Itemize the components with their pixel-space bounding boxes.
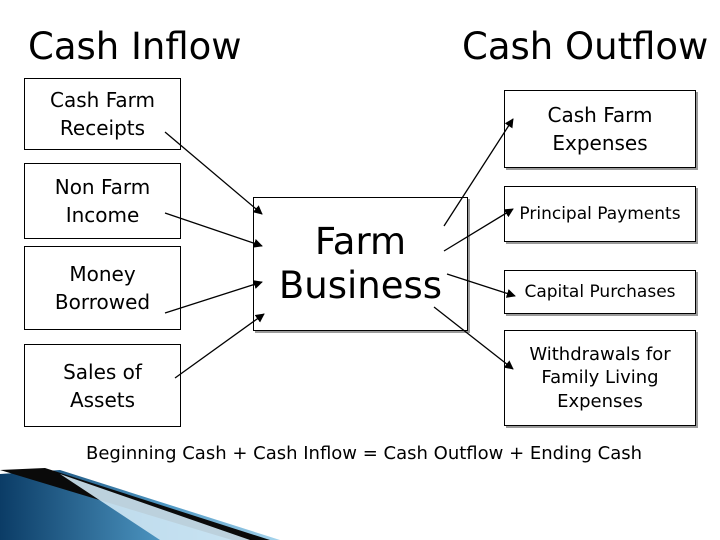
arrow-income-to-business <box>164 212 263 248</box>
principal-payments-box: Principal Payments <box>504 186 696 242</box>
cash-farm-receipts-label: Cash Farm Receipts <box>50 88 155 140</box>
non-farm-income-box: Non Farm Income <box>24 163 181 239</box>
arrow-business-to-principal <box>443 208 514 252</box>
arrow-business-to-expenses <box>443 118 514 227</box>
cash-outflow-heading: Cash Outflow <box>462 25 709 68</box>
arrow-borrowed-to-business <box>164 280 263 314</box>
sales-of-assets-box: Sales of Assets <box>24 344 181 427</box>
cash-farm-expenses-label: Cash Farm Expenses <box>547 103 653 155</box>
cash-farm-receipts-box: Cash Farm Receipts <box>24 78 181 150</box>
arrow-assets-to-business <box>174 313 265 379</box>
farm-business-box: Farm Business <box>253 197 468 331</box>
non-farm-income-label: Non Farm Income <box>54 175 151 227</box>
cash-flow-equation: Beginning Cash + Cash Inflow = Cash Outf… <box>86 443 643 464</box>
arrow-business-to-capital <box>446 273 516 298</box>
cash-farm-expenses-box: Cash Farm Expenses <box>504 90 696 168</box>
capital-purchases-label: Capital Purchases <box>524 281 676 302</box>
cash-inflow-heading: Cash Inflow <box>28 25 242 68</box>
principal-payments-label: Principal Payments <box>519 203 681 224</box>
arrow-receipts-to-business <box>164 131 263 215</box>
withdrawals-box: Withdrawals for Family Living Expenses <box>504 330 696 426</box>
money-borrowed-label: Money Borrowed <box>54 262 151 314</box>
capital-purchases-box: Capital Purchases <box>504 270 696 314</box>
sales-of-assets-label: Sales of Assets <box>63 359 142 412</box>
farm-business-label: Farm Business <box>278 219 443 307</box>
money-borrowed-box: Money Borrowed <box>24 246 181 330</box>
withdrawals-label: Withdrawals for Family Living Expenses <box>529 343 671 412</box>
decorative-corner <box>0 468 280 540</box>
arrow-business-to-withdrawals <box>433 306 514 370</box>
